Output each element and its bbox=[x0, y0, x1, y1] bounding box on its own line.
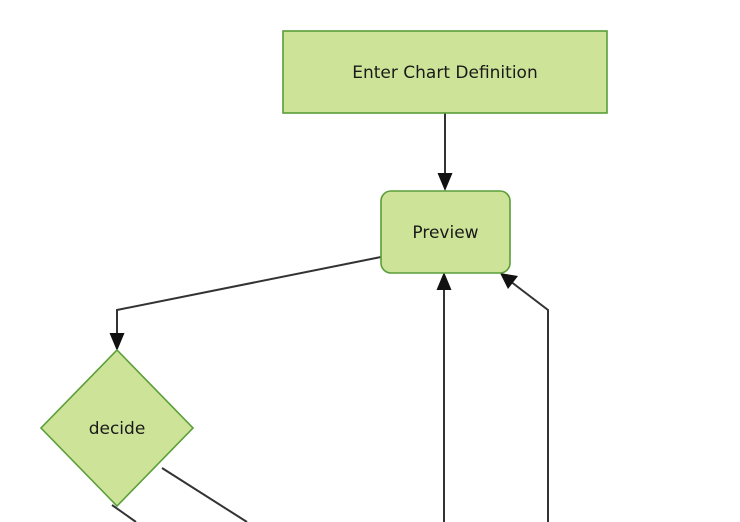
arrowhead-icon bbox=[500, 273, 518, 289]
node-decide[interactable]: decide bbox=[39, 348, 195, 508]
edge-line bbox=[161, 467, 248, 522]
arrowhead-icon bbox=[109, 333, 125, 351]
edge-enter-to-preview bbox=[437, 113, 453, 191]
node-label-enter-chart-definition: Enter Chart Definition bbox=[352, 63, 537, 83]
node-enter-chart-definition[interactable]: Enter Chart Definition bbox=[282, 30, 608, 114]
edge-line bbox=[111, 504, 137, 522]
node-label-preview: Preview bbox=[412, 223, 478, 243]
node-shape-rounded-rectangle[interactable] bbox=[380, 190, 511, 274]
edge-line bbox=[509, 280, 549, 522]
node-shape-rectangle[interactable] bbox=[282, 30, 608, 114]
edge-return-center-to-preview bbox=[436, 272, 452, 522]
node-shape-diamond[interactable] bbox=[39, 348, 195, 508]
edge-line bbox=[116, 256, 382, 340]
edge-decide-out-bottom bbox=[111, 504, 137, 522]
node-label-decide: decide bbox=[89, 419, 146, 439]
edge-preview-to-decide bbox=[109, 256, 382, 351]
arrowhead-icon bbox=[437, 173, 453, 191]
node-preview[interactable]: Preview bbox=[380, 190, 511, 274]
edge-decide-out-right bbox=[161, 467, 248, 522]
arrowhead-icon bbox=[436, 272, 452, 290]
edge-return-right-to-preview bbox=[500, 273, 549, 522]
